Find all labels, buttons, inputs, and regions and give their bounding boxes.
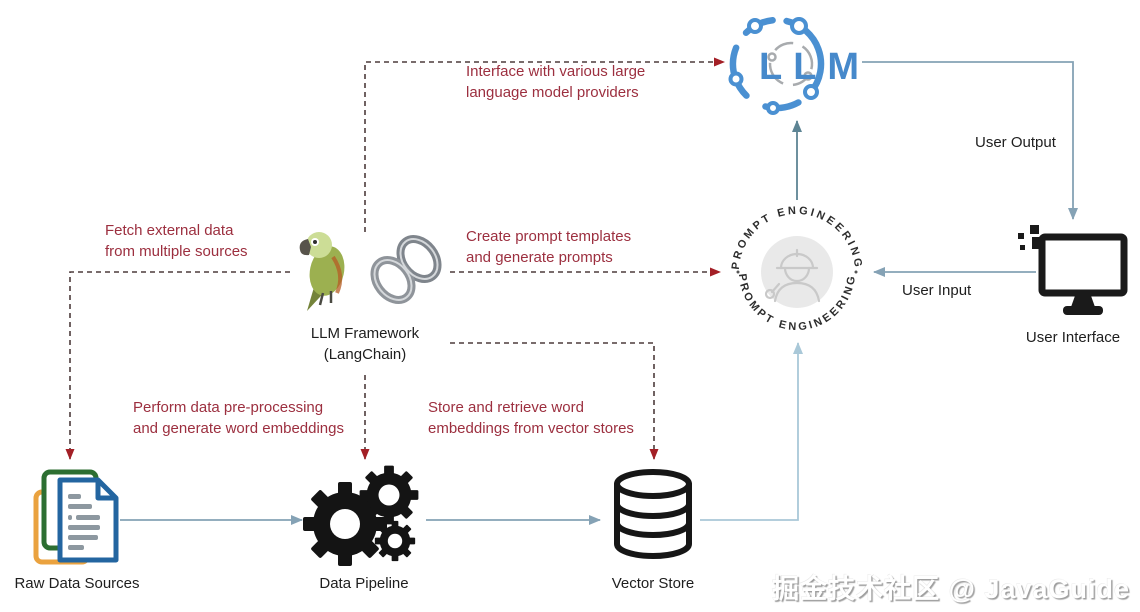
label-user-input: User Input [902,282,972,299]
label-data-pipeline: Data Pipeline [319,575,409,592]
parrot-icon [299,232,345,311]
label-raw-data-sources: Raw Data Sources [14,575,140,592]
llm-logo-text: LLM [759,46,870,88]
label-create-prompts: Create prompt templates and generate pro… [466,228,632,266]
monitor-icon [1018,225,1128,315]
edge-langchain-to-rawdata [65,271,290,460]
label-preprocess: Perform data pre-processing and generate… [133,399,344,437]
edge-langchain-to-vectorstore [450,342,659,460]
label-user-output: User Output [975,134,1056,151]
documents-icon [33,469,119,565]
edge-llm-to-ui [862,61,1078,220]
label-llm-framework: LLM Framework (LangChain) [310,325,420,363]
label-store-embeddings: Store and retrieve word embeddings from … [428,399,634,437]
langchain-logo-icon [299,232,442,311]
watermark: 掘金技术社区 @ JavaGuide [772,574,1130,604]
edge-vectorstore-to-prompt [700,342,803,521]
database-icon [614,469,692,559]
label-interface-llm: Interface with various large language mo… [466,63,646,101]
label-vector-store: Vector Store [611,575,695,592]
gears-icon [303,465,419,566]
prompt-engineering-badge: PROMPT ENGINEERING PROMPT ENGINEERING [730,205,861,333]
llm-logo-icon: LLM [728,16,870,115]
engineer-icon [764,248,821,303]
label-fetch-external: Fetch external data from multiple source… [105,222,248,260]
label-user-interface: User Interface [1025,329,1121,346]
edge-langchain-to-llm [364,57,725,232]
chain-links-icon [370,235,442,304]
